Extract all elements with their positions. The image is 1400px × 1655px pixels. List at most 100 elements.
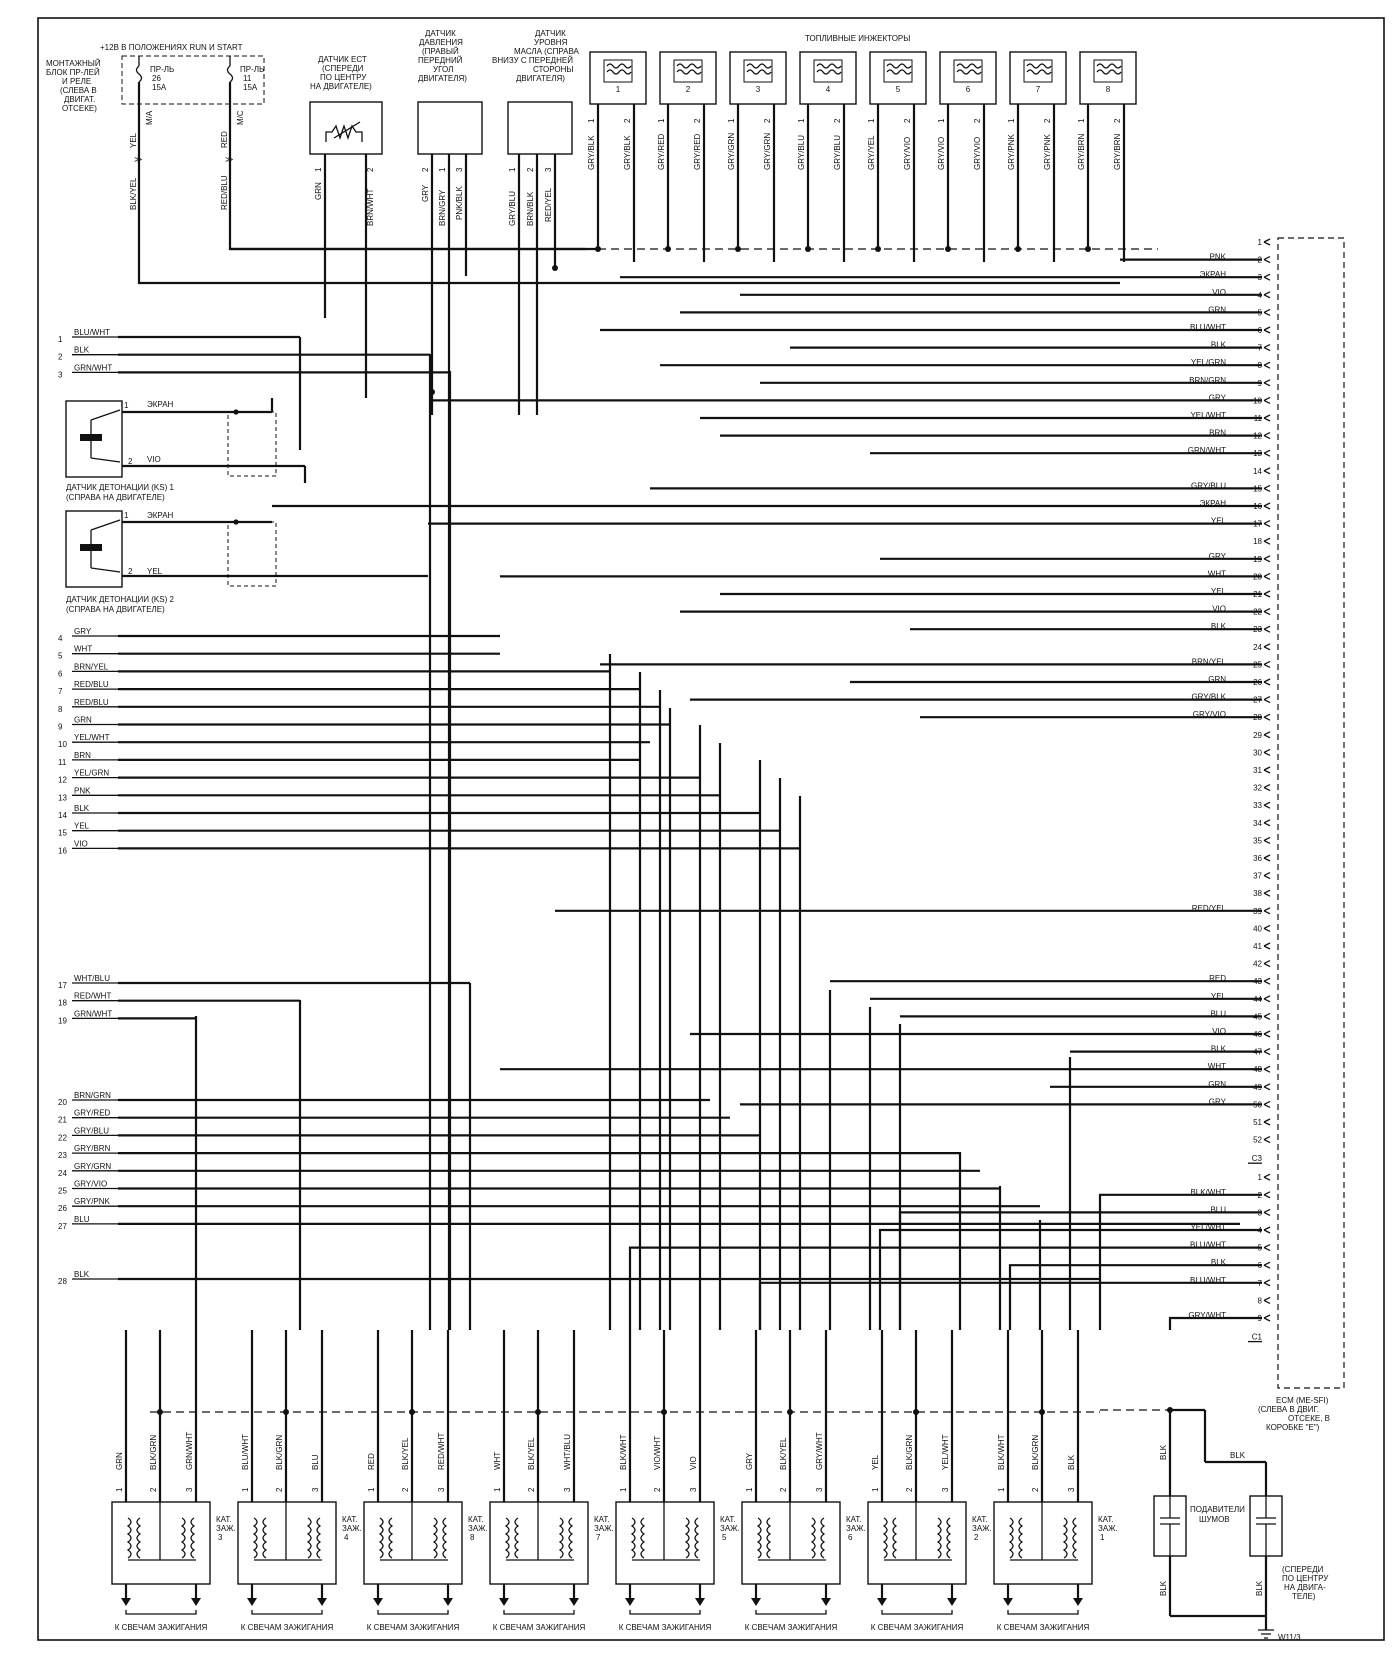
ect-label-line: (СПЕРЕДИ bbox=[322, 64, 364, 73]
ecm-pin-number: 43 bbox=[1253, 977, 1262, 986]
injector-coil-icon bbox=[743, 59, 773, 83]
pin-arrow-icon bbox=[1263, 326, 1271, 334]
ecm-pin-number: 42 bbox=[1253, 960, 1262, 969]
spark-plug-label: К СВЕЧАМ ЗАЖИГАНИЯ bbox=[115, 1623, 208, 1632]
oil-level-sensor: ДАТЧИК УРОВНЯ МАСЛА (СПРАВА ВНИЗУ С ПЕРЕ… bbox=[492, 29, 580, 415]
pin-arrow-icon bbox=[1263, 766, 1271, 774]
wire-label: YEL bbox=[147, 567, 163, 576]
ecm-pin-color: GRY bbox=[1209, 393, 1227, 402]
injector-winding-icon bbox=[956, 69, 982, 75]
ecm-pin-number: 19 bbox=[1253, 555, 1262, 564]
wire bbox=[628, 1246, 1262, 1330]
ecm-pin-color: GRN bbox=[1208, 675, 1226, 684]
pin-label: 2 bbox=[149, 1487, 158, 1492]
fuse-block: +12В В ПОЛОЖЕНИЯХ RUN И START МОНТАЖНЫЙ … bbox=[46, 43, 265, 210]
ecm-pin-color: BLU/WHT bbox=[1190, 323, 1226, 332]
harness-color: RED/BLU bbox=[74, 698, 109, 707]
injector-box bbox=[1079, 51, 1137, 105]
spark-plug-arrow-icon bbox=[877, 1598, 887, 1606]
wire-label: RED bbox=[220, 131, 229, 148]
ecm-pin-number: 14 bbox=[1253, 467, 1262, 476]
pin-label: 2 bbox=[833, 118, 842, 123]
injector-winding-icon bbox=[606, 63, 632, 69]
harness-color: BLU/WHT bbox=[74, 328, 110, 337]
ecm-pin-number: 36 bbox=[1253, 854, 1262, 863]
connector-id: C3 bbox=[1252, 1154, 1263, 1163]
injector-winding-icon bbox=[676, 63, 702, 69]
ecm-pin-number: 10 bbox=[1253, 396, 1262, 405]
harness-number: 9 bbox=[58, 723, 63, 732]
splice-dot bbox=[535, 1409, 541, 1415]
injector-winding-icon bbox=[1026, 69, 1052, 75]
wire-label: GRY/PNK bbox=[1043, 133, 1052, 170]
pin-label: 1 bbox=[508, 167, 517, 172]
ecm-pin-number: 5 bbox=[1258, 1244, 1263, 1253]
pin-label: 2 bbox=[1113, 118, 1122, 123]
harness-color: YEL bbox=[74, 822, 90, 831]
wire-label: BLK/WHT bbox=[619, 1434, 628, 1470]
ecm-pin-color: GRN/WHT bbox=[1188, 446, 1226, 455]
pin-arrow-icon bbox=[1263, 555, 1271, 563]
knock-sensor-2: 1 2 ЭКРАН YEL ДАТЧИК ДЕТОНАЦИИ (KS) 2 (С… bbox=[65, 510, 428, 614]
harness-color: GRN/WHT bbox=[74, 1009, 112, 1018]
ecm-pin-number: 5 bbox=[1258, 308, 1263, 317]
secondary-winding-icon bbox=[946, 1517, 952, 1559]
fuse-label-line: 26 bbox=[152, 74, 161, 83]
ecm-pin-color: RED/YEL bbox=[1192, 904, 1227, 913]
fuse-block-label-line: ДВИГАТ. bbox=[64, 95, 95, 104]
ecm-pin-number: 50 bbox=[1253, 1100, 1262, 1109]
wire-label: GRY bbox=[745, 1452, 754, 1470]
pin-label: 2 bbox=[421, 167, 430, 172]
fuse-label-line: 15А bbox=[152, 83, 167, 92]
wire-label: BLK bbox=[1159, 1580, 1168, 1596]
suppressor-label-line: ПОДАВИТЕЛИ bbox=[1190, 1505, 1245, 1514]
pin-label: 1 bbox=[619, 1487, 628, 1492]
pin-arrow-icon bbox=[1263, 854, 1271, 862]
supply-title: +12В В ПОЛОЖЕНИЯХ RUN И START bbox=[100, 43, 243, 52]
wire-label: VIO bbox=[689, 1456, 698, 1470]
harness-number: 5 bbox=[58, 652, 63, 661]
pin-arrow-icon bbox=[1263, 273, 1271, 281]
pin-label: 2 bbox=[973, 118, 982, 123]
pin-arrow-icon bbox=[1263, 942, 1271, 950]
injector-winding-icon bbox=[956, 63, 982, 69]
wire-routes bbox=[118, 168, 1262, 1330]
pin-arrow-icon bbox=[1263, 379, 1271, 387]
ect-sensor: ДАТЧИК ЕСТ (СПЕРЕДИ ПО ЦЕНТРУ НА ДВИГАТЕ… bbox=[309, 55, 383, 398]
spark-plug-label: К СВЕЧАМ ЗАЖИГАНИЯ bbox=[367, 1623, 460, 1632]
pin-arrow-icon bbox=[1263, 1065, 1271, 1073]
left-harness: 1BLU/WHT2BLK3GRN/WHT4GRY5WHT6BRN/YEL7RED… bbox=[58, 328, 118, 1286]
ground-label-line: ПО ЦЕНТРУ bbox=[1282, 1574, 1329, 1583]
pin-label: 2 bbox=[623, 118, 632, 123]
primary-winding-icon bbox=[1008, 1517, 1014, 1559]
wire-label: GRN bbox=[314, 182, 323, 200]
ecm-pin-number: 11 bbox=[1254, 414, 1263, 423]
spark-plug-label: К СВЕЧАМ ЗАЖИГАНИЯ bbox=[997, 1623, 1090, 1632]
injector-box bbox=[939, 51, 997, 105]
pin-arrow-icon bbox=[1263, 1226, 1271, 1234]
pin-arrow-icon bbox=[1263, 308, 1271, 316]
fuse-label-line: ПР-ЛЬ bbox=[240, 65, 264, 74]
coil-label-line: 4 bbox=[344, 1533, 349, 1542]
knock1-label-line: ДАТЧИК ДЕТОНАЦИИ (KS) 1 bbox=[66, 483, 174, 492]
splice-dot bbox=[945, 246, 951, 252]
ecm-pin-number: 15 bbox=[1253, 484, 1262, 493]
spark-plug-label: К СВЕЧАМ ЗАЖИГАНИЯ bbox=[619, 1623, 712, 1632]
harness-color: YEL/WHT bbox=[74, 733, 110, 742]
secondary-winding-icon bbox=[190, 1517, 196, 1559]
ecm-pin-number: 21 bbox=[1253, 590, 1262, 599]
primary-winding-icon bbox=[630, 1517, 636, 1559]
pin-arrow-icon bbox=[1263, 1279, 1271, 1287]
coil-box bbox=[237, 1501, 337, 1585]
pin-label: 1 bbox=[867, 118, 876, 123]
coil-label-line: 2 bbox=[974, 1533, 979, 1542]
harness-number: 6 bbox=[58, 669, 63, 678]
injector-number: 7 bbox=[1036, 85, 1041, 94]
secondary-winding-icon bbox=[262, 1517, 268, 1559]
pin-label: 2 bbox=[128, 567, 133, 576]
spark-plug-label: К СВЕЧАМ ЗАЖИГАНИЯ bbox=[745, 1623, 838, 1632]
pin-arrow-icon bbox=[1263, 995, 1271, 1003]
pin-label: 1 bbox=[657, 118, 666, 123]
